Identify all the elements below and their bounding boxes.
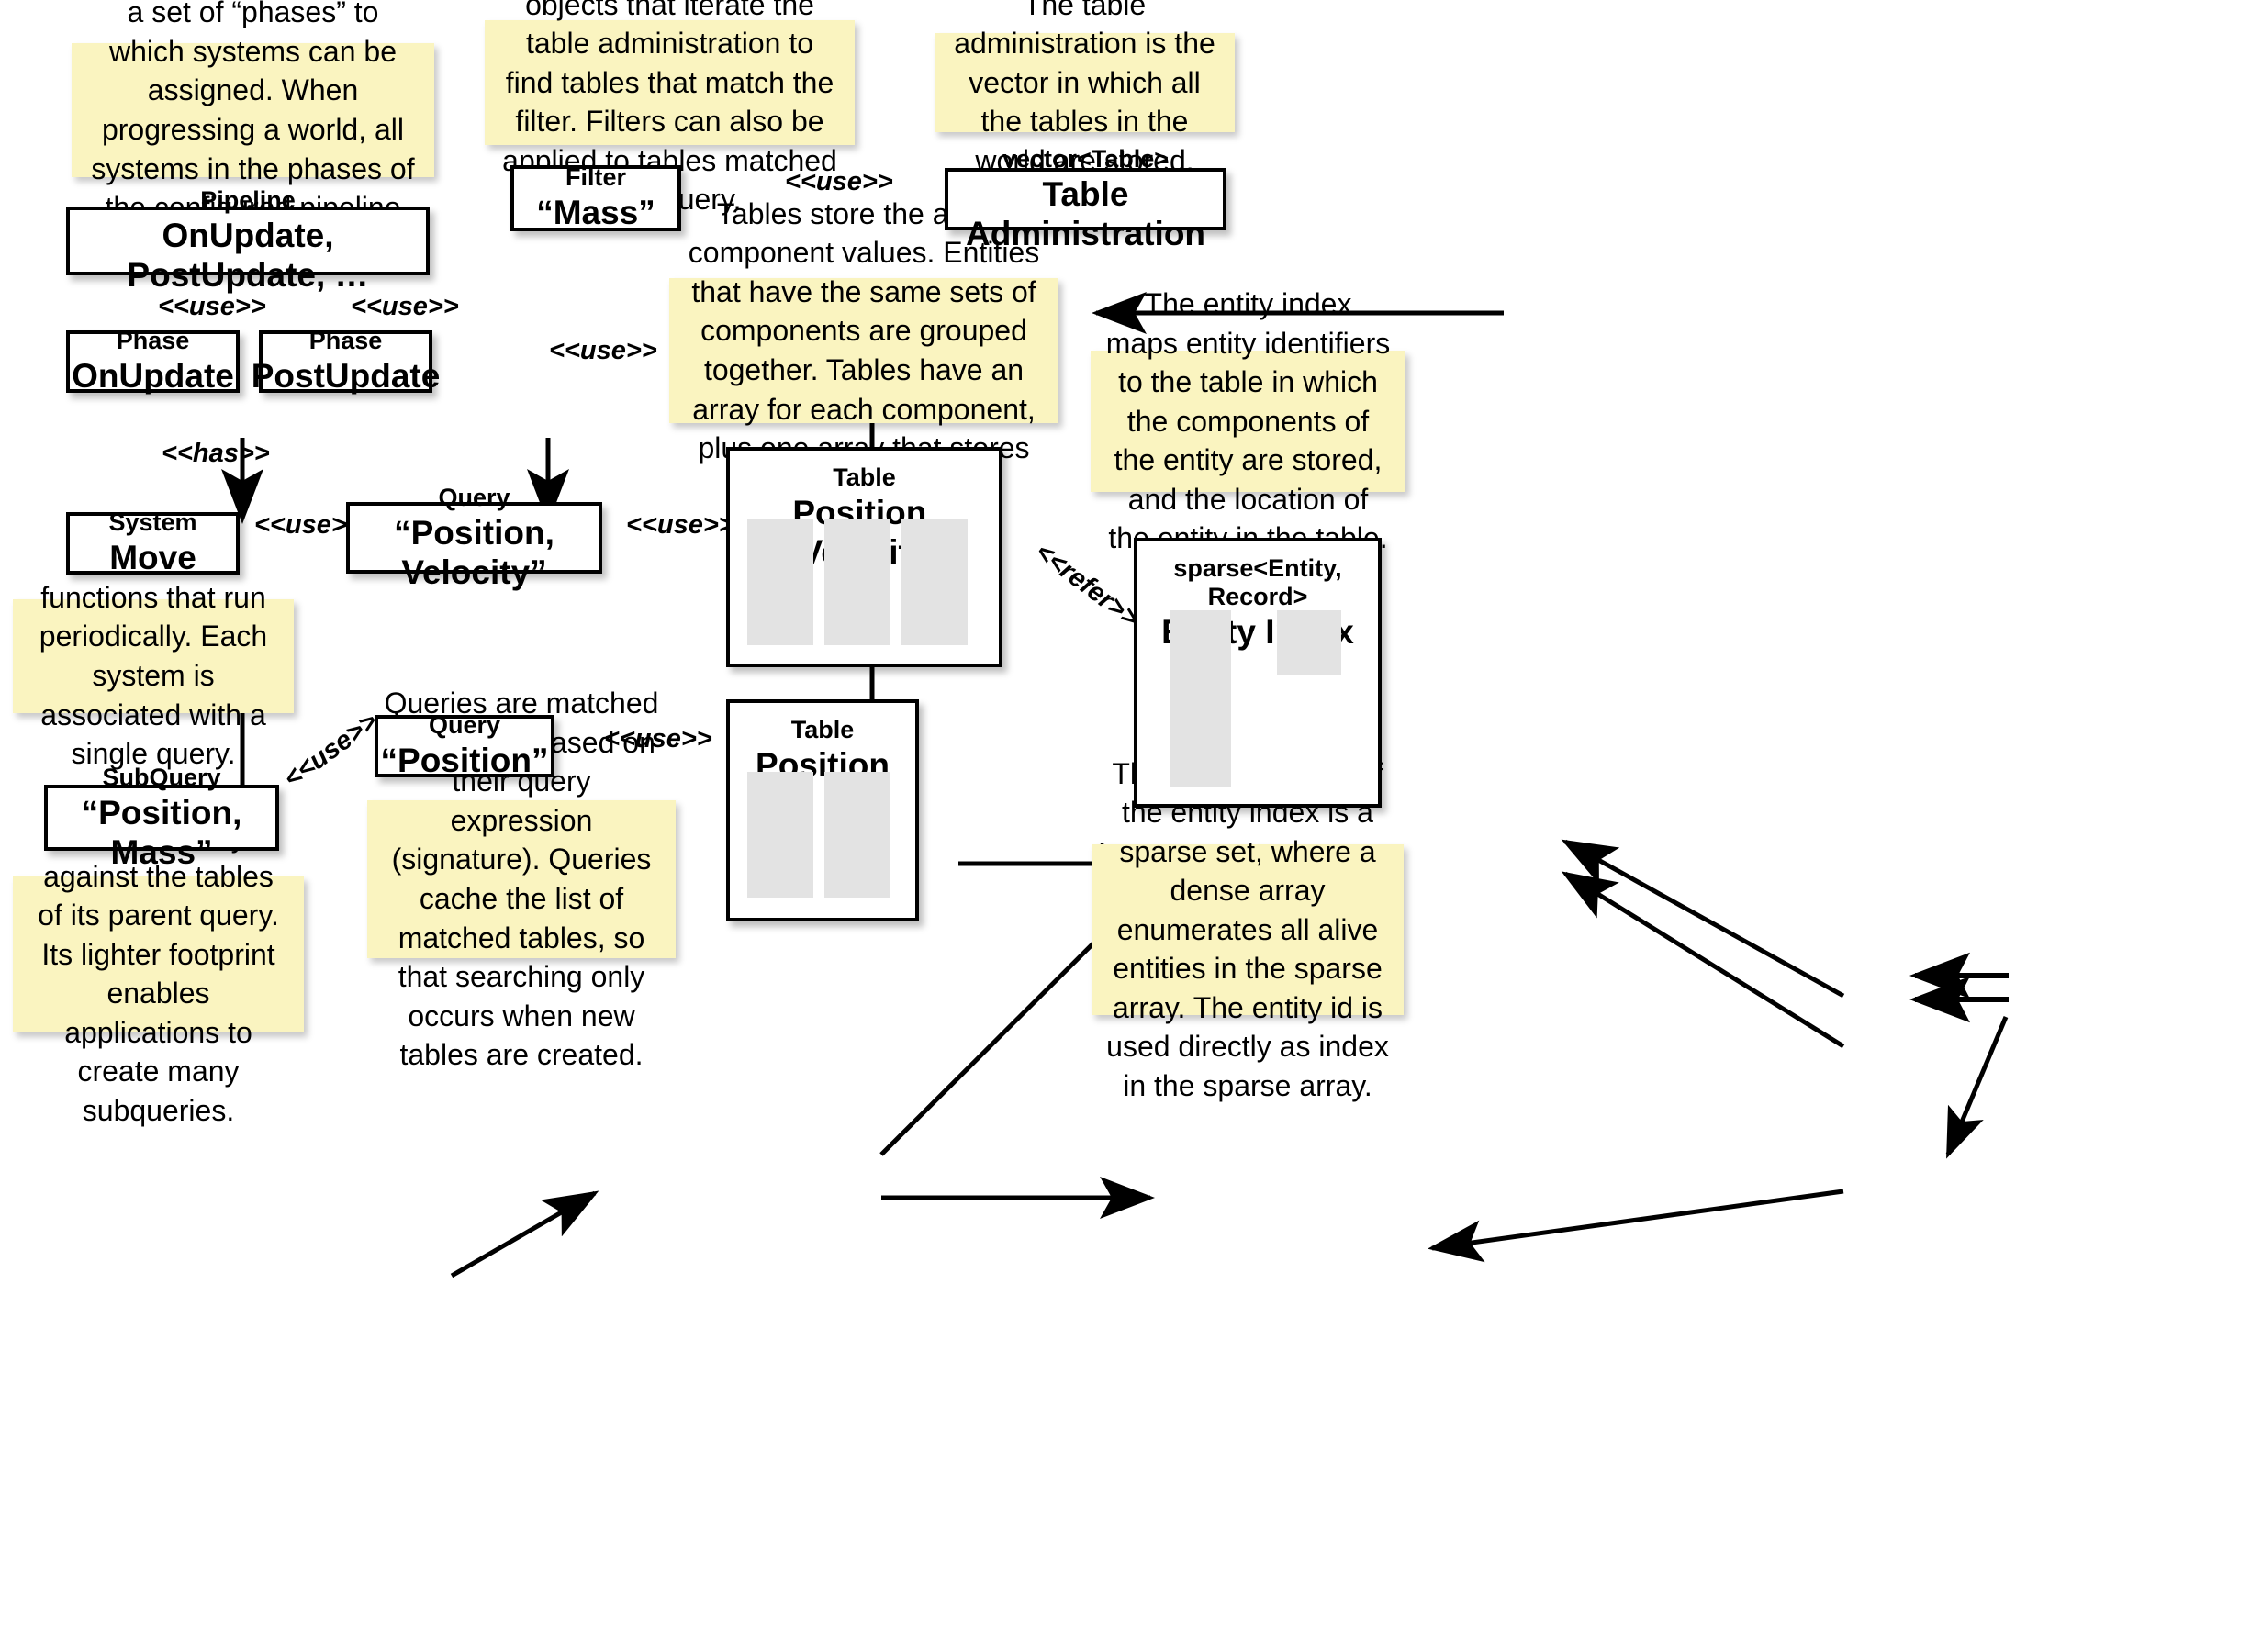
edge-label-queryposvel-table: <<use>>	[626, 510, 734, 540]
note-systems: Systems are functions that run periodica…	[13, 541, 294, 770]
box-phase-postupdate-name: PostUpdate	[251, 357, 441, 396]
box-system-move-name: Move	[109, 539, 196, 577]
box-phase-onupdate-stereotype: Phase	[116, 327, 190, 355]
box-filter-mass-stereotype: Filter	[565, 163, 626, 192]
box-system-move-stereotype: System	[108, 508, 197, 537]
note-filter: Filters are stateless objects that itera…	[485, 0, 855, 216]
edge-label-subquery-querypos: <<use>>	[278, 706, 384, 795]
table-position-velocity-columns	[747, 519, 968, 645]
note-sparse-set: The data structure of the entity index i…	[1092, 757, 1404, 1102]
connector-record-sparse	[1945, 1016, 2009, 1159]
table-position-columns	[747, 772, 890, 898]
box-entity-index[interactable]: sparse<Entity, Record> Entity Index	[1134, 538, 1382, 808]
connector-entityindex-tableposvel-b	[1561, 871, 1845, 1049]
connector-entityindex-tablepos	[1428, 1189, 1844, 1263]
box-query-position-name: “Position”	[380, 742, 549, 780]
box-phase-onupdate[interactable]: Phase OnUpdate	[66, 327, 240, 396]
box-filter-mass[interactable]: Filter “Mass”	[510, 163, 681, 232]
column-array-position	[747, 772, 813, 898]
note-pipeline: A pipeline subscribes for a set of “phas…	[72, 0, 434, 263]
box-table-position[interactable]: Table Position	[726, 699, 919, 921]
edge-label-system-phase: <<has>>	[162, 439, 270, 468]
box-pipeline-stereotype: Pipeline	[200, 186, 296, 215]
column-array-entity-ids	[824, 772, 890, 898]
connector-subquery-querypos	[450, 1190, 599, 1278]
column-array-position	[747, 519, 813, 645]
box-query-position[interactable]: Query “Position”	[375, 711, 554, 779]
box-system-move[interactable]: System Move	[66, 508, 240, 577]
edge-label-system-query: <<use>>	[254, 510, 363, 540]
box-phase-postupdate-stereotype: Phase	[308, 327, 383, 355]
box-entity-index-stereotype: sparse<Entity, Record>	[1173, 554, 1342, 611]
box-phase-postupdate[interactable]: Phase PostUpdate	[252, 327, 441, 395]
box-query-position-velocity-name: “Position, Velocity”	[394, 513, 554, 591]
box-query-position-velocity[interactable]: Query “Position, Velocity”	[346, 484, 602, 591]
note-queries: Queries are matched with tables based on…	[367, 686, 676, 1071]
box-table-position-velocity-stereotype: Table	[833, 463, 896, 491]
box-subquery-position-mass[interactable]: SubQuery “Position, Mass”	[44, 764, 279, 871]
dense-array-block	[1277, 610, 1341, 675]
box-subquery-name: “Position, Mass”	[81, 793, 242, 871]
box-subquery-stereotype: SubQuery	[102, 763, 221, 791]
box-phase-onupdate-name: OnUpdate	[72, 357, 234, 396]
box-query-position-stereotype: Query	[428, 711, 501, 740]
box-table-administration-name: Table Administration	[965, 174, 1206, 252]
box-pipeline[interactable]: Pipeline OnUpdate, PostUpdate, …	[66, 186, 430, 294]
box-filter-mass-name: “Mass”	[536, 194, 655, 232]
column-array-entity-ids	[901, 519, 968, 645]
edge-label-query-filter: <<use>>	[549, 336, 657, 365]
column-array-velocity	[824, 519, 890, 645]
note-entity-index: The entity index maps entity identifiers…	[1091, 287, 1405, 554]
box-table-administration[interactable]: vector<Table> Table Administration	[945, 145, 1226, 252]
box-table-administration-stereotype: vector<Table>	[1002, 144, 1170, 173]
note-tables: Tables store the actual component values…	[669, 197, 1058, 504]
sparse-array-block	[1170, 610, 1231, 787]
box-table-position-stereotype: Table	[790, 716, 855, 743]
note-subquery: A subquery is matched only against the t…	[13, 782, 304, 1127]
edge-label-pipeline-postupdate: <<use>>	[351, 292, 459, 321]
box-pipeline-name: OnUpdate, PostUpdate, …	[127, 217, 369, 295]
connector-entityindex-tableposvel-a	[1561, 839, 1845, 999]
note-table-administration: The table administration is the vector i…	[935, 0, 1235, 177]
edge-label-tableadmin-filter: <<use>>	[785, 167, 893, 196]
box-table-position-velocity[interactable]: Table Position, Velocity	[726, 447, 1002, 667]
edge-label-pipeline-onupdate: <<use>>	[158, 292, 266, 321]
edge-label-querypos-tablepos: <<use>>	[604, 724, 712, 753]
box-query-position-velocity-stereotype: Query	[438, 483, 510, 511]
